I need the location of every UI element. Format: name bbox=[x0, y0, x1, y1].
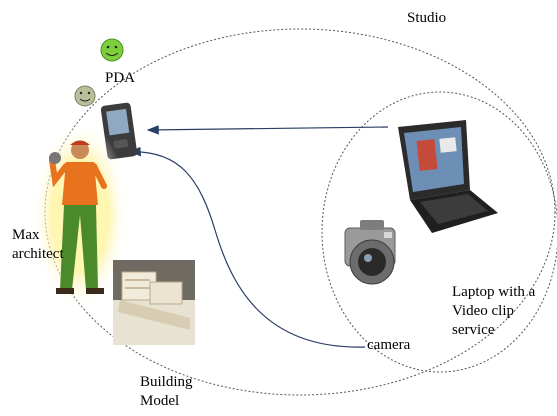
camera-to-pda-arrow bbox=[128, 146, 366, 348]
laptop-label-line1: Laptop with a bbox=[452, 284, 536, 300]
smiley-face-icon bbox=[74, 85, 96, 107]
laptop-camera-boundary bbox=[321, 91, 557, 373]
camera-icon bbox=[344, 220, 396, 285]
building-model-icon bbox=[113, 260, 195, 345]
laptop-to-pda-arrow bbox=[146, 125, 389, 135]
smiley-face-icon bbox=[100, 38, 124, 62]
architect-figure-icon bbox=[32, 120, 128, 310]
camera-label: camera bbox=[367, 337, 411, 353]
laptop-label-line3: service bbox=[452, 322, 495, 338]
laptop-label-line2: Video clip bbox=[452, 303, 514, 319]
studio-label: Studio bbox=[407, 10, 447, 26]
max-architect-label-line2: architect bbox=[12, 246, 64, 262]
building-model-label-line1: Building bbox=[140, 374, 193, 390]
pda-label: PDA bbox=[105, 70, 136, 86]
laptop-icon bbox=[398, 120, 498, 233]
max-architect-label-line1: Max bbox=[12, 227, 40, 243]
building-model-label-line2: Model bbox=[140, 393, 180, 409]
